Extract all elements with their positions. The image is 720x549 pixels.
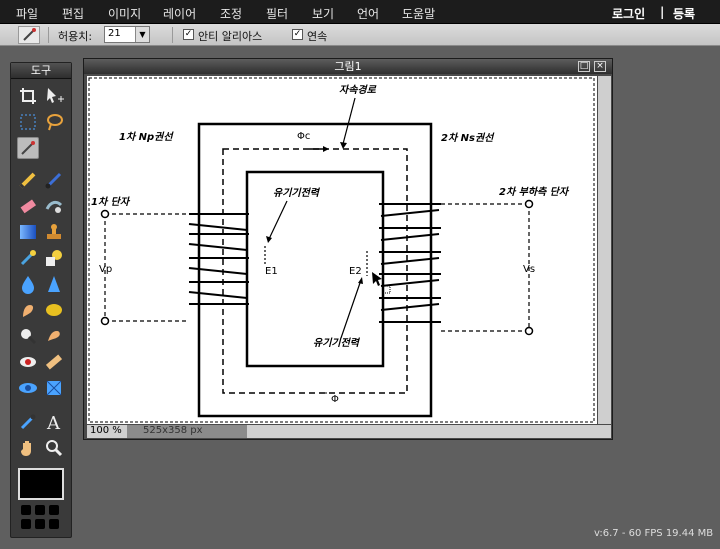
separator (172, 27, 173, 43)
menu-bar: 파일 편집 이미지 레이어 조정 필터 보기 언어 도움말 로그인 | 등록 (0, 0, 720, 24)
menu-help[interactable]: 도움말 (402, 7, 436, 21)
zoom-unit: % (112, 425, 122, 436)
label-secondary-coil: 2차 Ns권선 (441, 133, 494, 144)
dodge-icon[interactable] (17, 325, 39, 347)
close-icon[interactable]: × (594, 61, 606, 72)
sharpen-icon[interactable] (43, 273, 65, 295)
magic-wand-tool-icon[interactable] (17, 137, 39, 159)
foreground-color-swatch[interactable] (18, 468, 64, 500)
login-link[interactable]: 로그인 (612, 7, 646, 21)
antialias-label: 안티 알리아스 (198, 30, 263, 43)
crop-icon[interactable] (17, 85, 39, 107)
tolerance-select[interactable]: 21 ▼ (104, 26, 150, 43)
color-replace-brush-icon[interactable] (17, 247, 39, 269)
text-tool-icon[interactable]: A (43, 411, 65, 434)
replace-color-icon[interactable] (43, 195, 65, 217)
image-canvas[interactable]: 자속경로 Φc 1차 Np권선 2차 Ns권선 1차 단자 2차 부하측 단자 … (87, 76, 597, 424)
pencil-icon[interactable] (17, 169, 39, 191)
burn-icon[interactable] (43, 325, 65, 347)
brush-icon[interactable] (43, 169, 65, 191)
register-link[interactable]: 등록 (673, 7, 696, 21)
red-eye-icon[interactable] (17, 351, 39, 373)
label-phi: Φ (331, 394, 339, 405)
lasso-icon[interactable] (43, 111, 65, 133)
separator (48, 27, 49, 43)
label-induced-emf-primary: 유기기전력 (273, 188, 319, 199)
tools-panel-title: 도구 (11, 63, 71, 79)
menu-language[interactable]: 언어 (357, 7, 380, 21)
bloat-icon[interactable] (17, 377, 39, 399)
document-title: 그림1 (84, 59, 612, 74)
label-vs: Vs (523, 264, 536, 275)
menu-image[interactable]: 이미지 (108, 7, 142, 21)
svg-text:A: A (46, 413, 61, 433)
blur-drop-icon[interactable] (17, 273, 39, 295)
label-primary-coil: 1차 Np권선 (119, 132, 173, 143)
sponge-icon[interactable] (43, 299, 65, 321)
magic-wand-icon[interactable] (18, 26, 40, 44)
vertical-scrollbar[interactable] (598, 76, 611, 424)
image-dimensions: 525x358 px (127, 425, 247, 438)
fps-readout: v:6.7 - 60 FPS 19.44 MB (594, 528, 714, 539)
menu-file[interactable]: 파일 (16, 7, 39, 21)
hand-icon[interactable] (17, 437, 39, 459)
zoom-icon[interactable] (43, 437, 65, 459)
label-leakage-flux: 자속경로 (339, 85, 376, 96)
maximize-icon[interactable]: □ (578, 61, 590, 72)
zoom-value: 100 (90, 425, 110, 436)
label-induced-emf-secondary: 유기기전력 (313, 338, 359, 349)
auth-divider: | (660, 5, 665, 19)
contiguous-checkbox[interactable]: ✓ (292, 29, 303, 40)
document-status-bar: 100 % 525x358 px (87, 425, 611, 438)
eyedropper-icon[interactable] (17, 411, 39, 433)
smudge-icon[interactable] (17, 299, 39, 321)
label-e1: E1 (265, 266, 278, 277)
label-phi-c: Φc (297, 131, 311, 142)
menu-layer[interactable]: 레이어 (163, 7, 197, 21)
eraser-icon[interactable] (17, 195, 39, 217)
tool-options-bar: 허용치: 21 ▼ ✓ 안티 알리아스 ✓ 연속 (0, 24, 720, 46)
pinch-icon[interactable] (43, 377, 65, 399)
menu-adjust[interactable]: 조정 (220, 7, 243, 21)
transformer-diagram (88, 77, 595, 423)
label-primary-terminal: 1차 단자 (91, 197, 130, 208)
label-vp: Vp (99, 264, 113, 275)
move-icon[interactable] (43, 85, 65, 107)
tolerance-value: 21 (108, 28, 121, 39)
antialias-checkbox[interactable]: ✓ (183, 29, 194, 40)
zoom-level[interactable]: 100 % (90, 425, 122, 436)
label-e2: E2 (349, 266, 362, 277)
shape-icon[interactable] (43, 247, 65, 269)
color-palette-icon[interactable] (19, 505, 63, 531)
menu-filter[interactable]: 필터 (266, 7, 289, 21)
tolerance-label: 허용치: (58, 30, 93, 43)
marquee-select-icon[interactable] (17, 111, 39, 133)
chevron-down-icon[interactable]: ▼ (135, 27, 149, 42)
gradient-icon[interactable] (17, 221, 39, 243)
label-secondary-terminal: 2차 부하측 단자 (499, 187, 569, 198)
tools-panel: 도구 (10, 62, 72, 538)
menu-edit[interactable]: 편집 (62, 7, 85, 21)
stamp-icon[interactable] (43, 221, 65, 243)
contiguous-label: 연속 (307, 30, 328, 43)
document-window: 그림1 □ × (83, 58, 613, 440)
bandage-icon[interactable] (43, 351, 65, 373)
menu-view[interactable]: 보기 (312, 7, 335, 21)
